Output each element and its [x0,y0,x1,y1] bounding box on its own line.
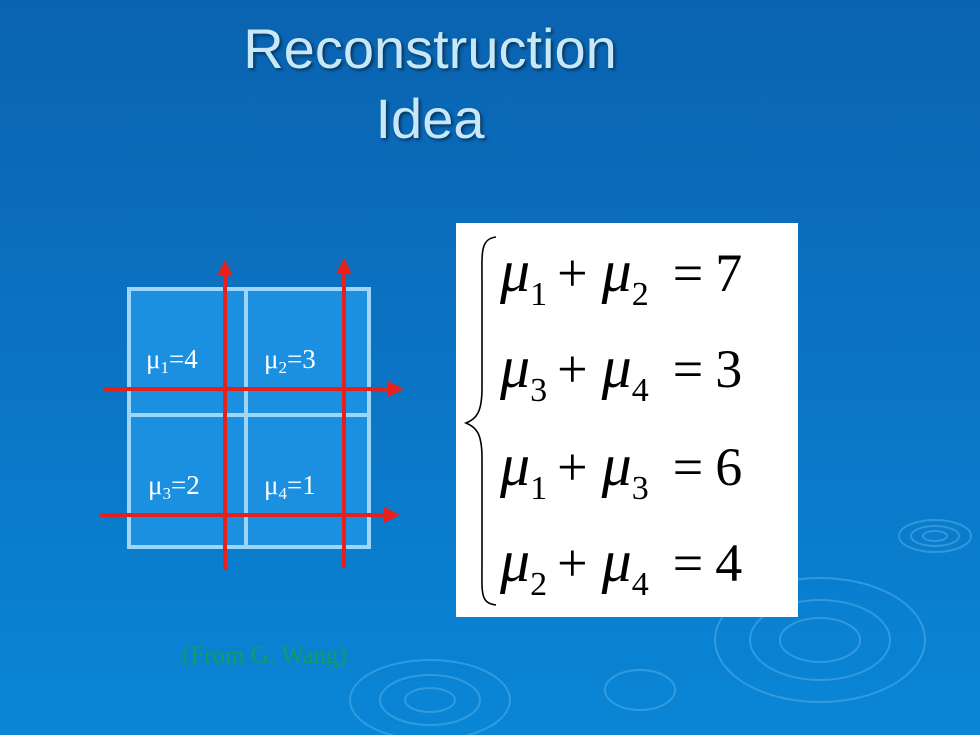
grid-divider-vertical [244,290,248,548]
ray-arrowhead-up-right [336,258,352,274]
grid-cell-mu4: μ4=1 [264,470,316,503]
grid-cell-mu1: μ1=4 [146,344,198,377]
equation-system: μ1+μ2=7 μ3+μ4=3 μ1+μ3=6 μ2+μ4=4 [456,223,798,617]
ray-arrowhead-right-top [388,381,404,397]
slide-title: Reconstruction Idea [190,14,670,154]
equation-row: μ3+μ4=3 [500,334,743,409]
title-line-1: Reconstruction [243,17,617,80]
grid-divider-horizontal [129,413,369,417]
ray-arrowhead-right-bottom [384,507,400,523]
equation-row: μ1+μ2=7 [500,238,743,313]
grid-cell-mu2: μ2=3 [264,344,316,377]
equation-row: μ2+μ4=4 [500,528,743,603]
source-credit: (From G. Wang) [182,642,347,669]
ray-arrowhead-up-left [217,260,233,276]
title-line-2: Idea [375,87,485,150]
pixel-grid [127,287,371,549]
left-brace [463,236,497,606]
equation-row: μ1+μ3=6 [500,432,743,507]
grid-cell-mu3: μ3=2 [148,470,200,503]
